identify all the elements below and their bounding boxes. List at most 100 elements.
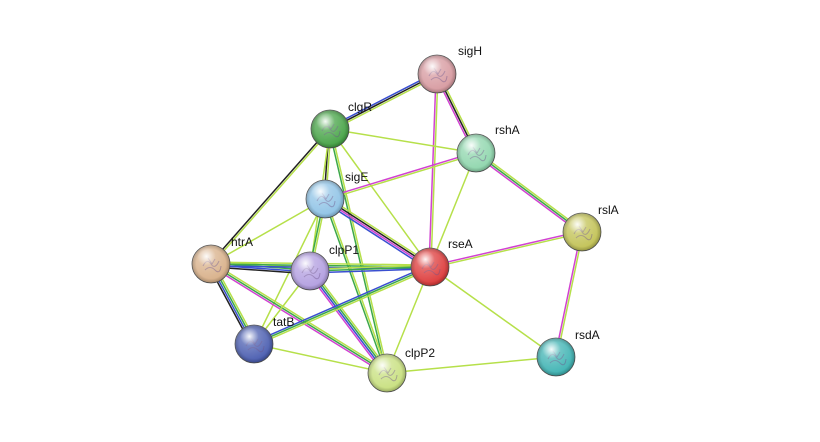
edge-clpP1-rseA [309, 264, 431, 274]
edge-sigH-rseA [428, 73, 439, 268]
node-clpP2[interactable]: clpP2 [367, 346, 435, 393]
node-label: rseA [448, 237, 473, 251]
edge-strand [429, 152, 477, 268]
edge-strand [330, 74, 439, 132]
edge-strand [323, 199, 431, 269]
edge-clpP2-rsdA [386, 356, 557, 374]
node-highlight [418, 55, 456, 93]
edge-rshA-rslA [474, 150, 584, 235]
node-highlight [235, 325, 273, 363]
edge-clpP1-clpP2 [306, 268, 391, 376]
edge-strand [330, 128, 389, 374]
node-highlight [368, 354, 406, 392]
node-clpP1[interactable]: clpP1 [290, 243, 359, 291]
node-label: rsdA [575, 328, 600, 342]
node-label: rslA [598, 203, 619, 217]
edge-strand [325, 195, 433, 266]
edge-strand [306, 271, 386, 376]
node-rslA[interactable]: rslA [562, 203, 619, 252]
node-label: rshA [495, 123, 520, 137]
edge-strand [554, 231, 582, 358]
edge-strand [329, 128, 477, 154]
node-highlight [457, 134, 495, 172]
edge-strand [253, 198, 326, 345]
edge-rslA-rseA [429, 230, 583, 269]
node-highlight [192, 245, 230, 283]
edge-tatB-clpP2 [253, 343, 388, 374]
edge-strand [210, 128, 332, 266]
node-label: tatB [273, 315, 294, 329]
node-label: clgR [348, 100, 372, 114]
node-rshA[interactable]: rshA [456, 123, 520, 173]
edge-rseA-tatB [252, 264, 432, 347]
edge-strand [329, 128, 431, 268]
edge-strand [311, 268, 391, 373]
node-highlight [311, 110, 349, 148]
edge-sigE-rseA [322, 195, 433, 271]
edge-rslA-rsdA [554, 231, 584, 358]
edge-strand [209, 127, 331, 265]
edge-strand [211, 261, 389, 373]
edge-strand [556, 231, 584, 358]
node-label: htrA [231, 235, 253, 249]
edge-rshA-rseA [429, 152, 477, 268]
edge-strand [209, 264, 387, 376]
edge-rshA-sigE [323, 151, 478, 201]
edge-sigE-htrA [210, 198, 326, 265]
edge-strand [430, 73, 439, 268]
edge-strand [475, 152, 583, 233]
edge-strand [310, 269, 389, 374]
edge-strand [210, 198, 326, 265]
edge-strand [476, 150, 584, 232]
node-htrA[interactable]: htrA [191, 235, 253, 284]
edge-strand [474, 153, 582, 235]
node-highlight [291, 252, 329, 290]
edge-strand [324, 197, 432, 267]
edge-strand [328, 71, 437, 129]
edge-strand [309, 268, 431, 274]
node-label: clpP2 [405, 346, 435, 360]
edge-strand [429, 266, 557, 358]
node-layer: sigH clgR rshA sigE rslA htrA clpP1 rseA tatB rsd… [191, 44, 619, 393]
node-sigH[interactable]: sigH [417, 44, 482, 94]
edge-clgR-htrA [209, 127, 332, 266]
edge-strand [386, 356, 557, 374]
node-label: sigE [345, 170, 368, 184]
edge-strand [324, 153, 478, 201]
node-rsdA[interactable]: rsdA [536, 328, 600, 377]
edge-strand [252, 264, 430, 344]
edge-strand [253, 343, 388, 374]
node-sigE[interactable]: sigE [305, 170, 368, 219]
edge-clgR-rseA [329, 128, 431, 268]
edge-strand [325, 197, 389, 374]
edge-strand [429, 232, 583, 269]
edge-rseA-rsdA [429, 266, 557, 358]
node-label: clpP1 [329, 243, 359, 257]
edge-strand [328, 128, 387, 374]
edge-strand [308, 270, 387, 375]
edge-strand [210, 263, 388, 374]
node-clgR[interactable]: clgR [310, 100, 372, 149]
node-highlight [563, 213, 601, 251]
edge-sigH-clgR [328, 71, 439, 132]
edge-strand [329, 73, 438, 130]
edge-strand [254, 267, 432, 347]
edge-strand [429, 230, 583, 267]
edge-strand [309, 266, 431, 272]
edge-strand [309, 264, 431, 270]
edge-strand [322, 200, 430, 271]
edge-sigE-tatB [253, 198, 326, 345]
node-label: sigH [458, 44, 482, 58]
edge-strand [323, 198, 387, 375]
node-highlight [306, 180, 344, 218]
edge-strand [323, 151, 477, 199]
edge-clgR-rshA [329, 128, 477, 154]
edge-clgR-clpP2 [328, 128, 389, 374]
edge-sigE-clpP2 [323, 197, 389, 375]
node-rseA[interactable]: rseA [410, 237, 473, 287]
node-tatB[interactable]: tatB [234, 315, 294, 364]
edge-htrA-clpP2 [209, 261, 389, 376]
node-highlight [537, 338, 575, 376]
edge-strand [253, 266, 431, 345]
